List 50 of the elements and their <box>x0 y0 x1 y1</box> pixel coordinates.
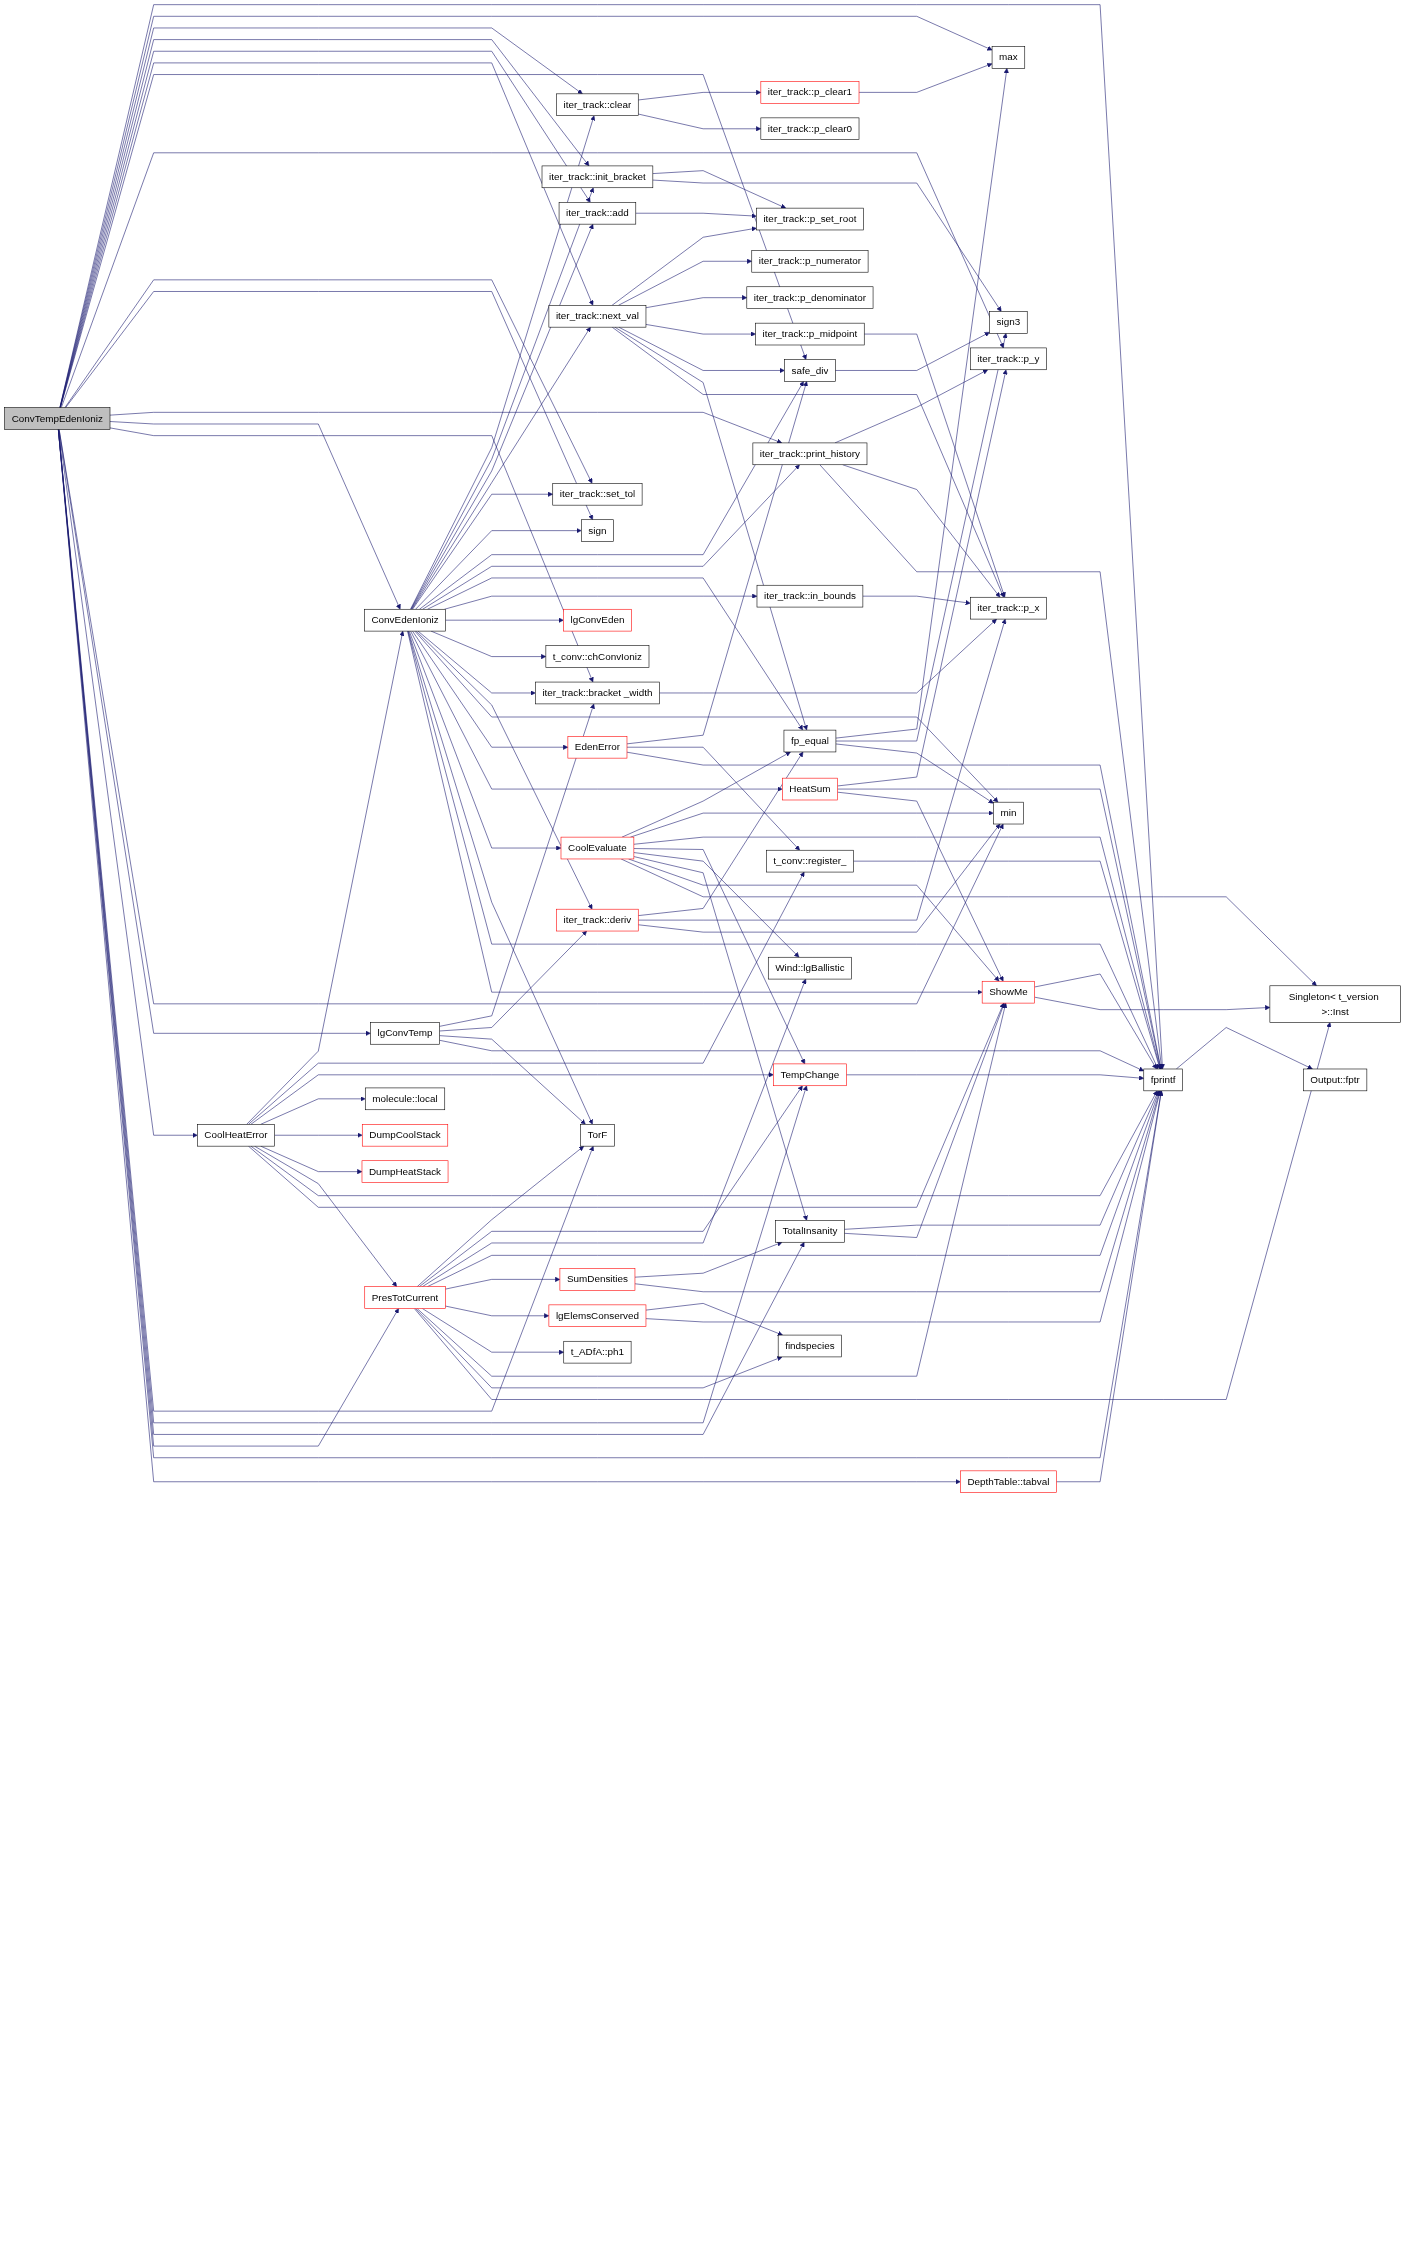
node-box: Output::fptr <box>1303 1068 1368 1092</box>
node-box: t_ADfA::ph1 <box>563 1340 632 1364</box>
node-box: max <box>991 46 1026 69</box>
node-box: TotalInsanity <box>775 1220 845 1243</box>
node-box: iter_track::bracket _width <box>535 681 660 705</box>
node-box: TorF <box>580 1124 615 1147</box>
node-box: DumpCoolStack <box>361 1124 449 1147</box>
node-box: EdenError <box>567 736 628 759</box>
node-box: SumDensities <box>559 1268 636 1291</box>
node-box: iter_track::init_bracket <box>541 165 654 189</box>
node-box: iter_track::p_numerator <box>751 250 869 273</box>
node-box: iter_track::add <box>558 202 637 225</box>
node-box: PresTotCurrent <box>364 1286 446 1309</box>
node-box: iter_track::in_bounds <box>756 584 864 608</box>
node-box: min <box>993 801 1024 825</box>
node-box: iter_track::p_clear0 <box>760 117 860 140</box>
node-box: Singleton< t_version >::Inst <box>1269 985 1401 1023</box>
node-box: iter_track::print_history <box>752 442 868 466</box>
node-box: ShowMe <box>981 981 1035 1004</box>
node-box: iter_track::clear <box>556 93 639 116</box>
node-box: ConvTempEdenIoniz <box>4 407 111 430</box>
node-box: sign <box>581 519 614 542</box>
node-box: lgElemsConserved <box>548 1304 647 1327</box>
node-box: safe_div <box>784 359 836 382</box>
node-box: TempChange <box>773 1063 847 1086</box>
node-box: fprintf <box>1143 1068 1183 1092</box>
node-box: DepthTable::tabval <box>960 1470 1057 1493</box>
node-box: iter_track::p_x <box>970 596 1047 620</box>
node-box: DumpHeatStack <box>361 1160 449 1183</box>
node-box: CoolEvaluate <box>560 836 635 860</box>
node-box: iter_track::deriv <box>556 908 639 932</box>
node-box: iter_track::p_denominator <box>746 286 874 309</box>
node-box: iter_track::next_val <box>548 305 647 328</box>
node-box: findspecies <box>777 1334 842 1358</box>
node-box: lgConvEden <box>563 608 632 632</box>
node-box: Wind::lgBallistic <box>768 956 852 980</box>
node-box: iter_track::p_midpoint <box>755 322 865 346</box>
node-box: t_conv::chConvIoniz <box>545 645 650 668</box>
node-box: HeatSum <box>782 777 838 801</box>
node-box: ConvEdenIoniz <box>364 608 446 632</box>
node-box: fp_equal <box>783 729 837 753</box>
node-box: sign3 <box>989 311 1028 334</box>
node-box: lgConvTemp <box>370 1022 440 1045</box>
node-box: iter_track::p_clear1 <box>760 81 860 104</box>
node-box: CoolHeatError <box>197 1124 275 1147</box>
node-box: t_conv::register_ <box>766 849 854 873</box>
node-box: iter_track::set_tol <box>552 483 643 506</box>
node-box: molecule::local <box>365 1087 446 1111</box>
node-box: iter_track::p_set_root <box>756 207 864 231</box>
node-box: iter_track::p_y <box>970 347 1047 371</box>
